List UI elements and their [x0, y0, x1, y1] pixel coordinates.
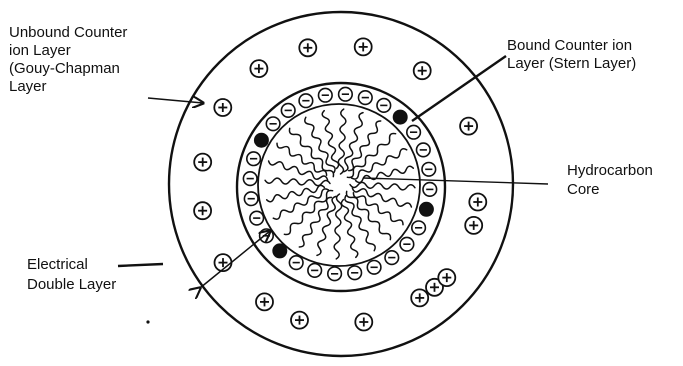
positive-counter-ion [299, 39, 316, 56]
surfactant-tail [265, 178, 330, 186]
negative-headgroup [328, 267, 342, 281]
unbound-layer-label-line-2: ion Layer [9, 42, 71, 59]
positive-counter-ion [214, 99, 231, 116]
negative-headgroup [250, 211, 264, 225]
negative-headgroup [308, 264, 322, 278]
negative-headgroup [422, 163, 436, 177]
double-layer-label-line-1: Electrical [27, 256, 88, 273]
bound-counter-ion [393, 110, 407, 124]
negative-headgroup [243, 172, 257, 186]
surfactant-tail [267, 185, 325, 201]
surfactant-tails [265, 109, 415, 259]
core-label-line-1: Hydrocarbon [567, 162, 653, 179]
positive-counter-ion [355, 38, 372, 55]
negative-headgroup [359, 91, 373, 105]
unbound-layer-label-line-1: Unbound Counter [9, 24, 127, 41]
surfactant-tail [344, 113, 363, 172]
gouy-chapman-boundary [169, 12, 513, 356]
positive-counter-ion [465, 217, 482, 234]
positive-counter-ion [438, 269, 455, 286]
positive-counter-ion [256, 293, 273, 310]
positive-counter-ion [194, 154, 211, 171]
positive-counter-ion [460, 118, 477, 135]
surfactant-tail [350, 182, 415, 190]
negative-headgroup [377, 99, 391, 113]
surfactant-tail [273, 189, 328, 219]
negative-headgroup [247, 152, 261, 166]
negative-headgroup [339, 87, 353, 101]
negative-headgroup [367, 261, 381, 275]
negative-headgroup [348, 266, 362, 280]
stray-dot [146, 320, 149, 323]
double-layer-arrow [200, 231, 270, 288]
positive-counter-ion [194, 202, 211, 219]
core-label-line-2: Core [567, 181, 600, 198]
unbound-layer-label-line-3: (Gouy-Chapman [9, 60, 120, 77]
positive-counter-ion [414, 62, 431, 79]
bound-counter-ion [420, 203, 434, 217]
negative-headgroup [244, 192, 258, 206]
surfactant-tail [334, 194, 342, 259]
surfactant-tail [317, 196, 336, 255]
negative-headgroup [319, 88, 333, 102]
stern-layer-label-line-1: Bound Counter ion [507, 37, 632, 54]
bound-counter-ion [255, 133, 269, 147]
stern-layer-label-line-2: Layer (Stern Layer) [507, 55, 636, 72]
core-pointer [363, 178, 548, 184]
negative-headgroup [417, 143, 431, 157]
negative-headgroup [260, 229, 274, 243]
surfactant-tail [345, 196, 375, 251]
surfactant-tail [338, 109, 346, 174]
unbound-layer-label-line-4: Layer [9, 78, 47, 95]
negative-headgroup [385, 251, 399, 265]
negative-headgroup [266, 117, 280, 131]
surfactant-tail [322, 111, 338, 169]
negative-headgroup [299, 94, 313, 108]
surfactant-tail [352, 149, 407, 179]
surfactant-tail [341, 200, 357, 258]
negative-headgroup [407, 125, 421, 139]
surfactant-tail [269, 161, 328, 180]
negative-headgroup [423, 183, 437, 197]
negative-headgroup [289, 256, 303, 270]
negative-headgroup [400, 237, 414, 251]
negative-headgroup [281, 104, 295, 118]
bound-counter-ion [273, 244, 287, 258]
positive-counter-ion [411, 289, 428, 306]
negative-headgroup [412, 221, 426, 235]
double-layer-pointer [118, 264, 163, 266]
surfactant-tail [352, 188, 411, 207]
positive-counter-ion [250, 60, 267, 77]
positive-counter-ion [291, 312, 308, 329]
surfactant-tail [356, 166, 414, 182]
positive-counter-ion [469, 194, 486, 211]
positive-counter-ion [355, 314, 372, 331]
surfactant-tail [305, 117, 335, 172]
double-layer-label-line-2: Double Layer [27, 276, 116, 293]
unbound-layer-arrow [148, 98, 203, 103]
